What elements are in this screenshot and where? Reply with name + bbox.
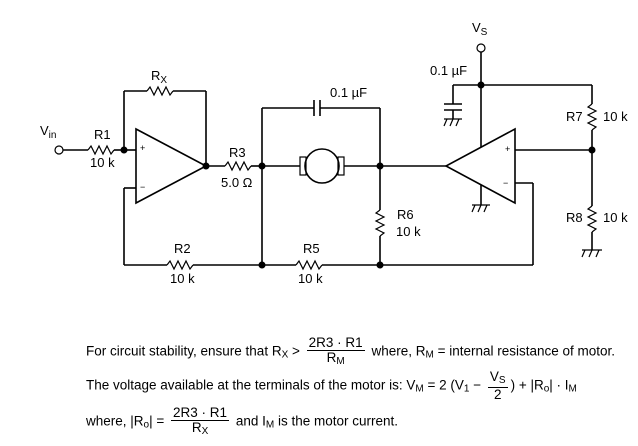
r2-value: 10 k — [170, 271, 195, 286]
r8-label: R8 — [566, 210, 583, 225]
eq1-denominator: RM — [326, 350, 345, 368]
eq3-suffix-b: is the motor current. — [274, 413, 398, 429]
opamp-2 — [444, 127, 516, 205]
vin-terminal — [54, 145, 64, 155]
eq3-eq: | = — [149, 413, 165, 429]
eq1-suffix-a: where, R — [371, 343, 426, 359]
eq3-fraction: 2R3 · R1 RX — [171, 405, 230, 438]
equation-motor-voltage: The voltage available at the terminals o… — [86, 369, 577, 402]
eq1-numerator: 2R3 · R1 — [306, 335, 365, 352]
r5-label: R5 — [303, 241, 320, 256]
vs-terminal — [476, 43, 486, 53]
equation-ro: where, |Ro| = 2R3 · R1 RX and IM is the … — [86, 405, 398, 438]
r1-value: 10 k — [90, 155, 115, 170]
equation-stability: For circuit stability, ensure that RX > … — [86, 335, 616, 368]
opamp1-plus: + — [140, 143, 145, 153]
eq2-mid-b: − — [469, 377, 482, 393]
motor-icon — [304, 148, 340, 184]
eq2-numerator: VS — [487, 369, 508, 388]
eq1-prefix: For circuit stability, ensure that R — [86, 343, 282, 359]
eq3-prefix-sub: o — [143, 419, 150, 431]
opamp2-plus: + — [505, 144, 510, 154]
r5-value: 10 k — [298, 271, 323, 286]
vs-label: VS — [472, 20, 488, 38]
opamp1-minus: − — [140, 182, 145, 192]
r8-resistor — [586, 205, 598, 233]
eq3-numerator: 2R3 · R1 — [171, 405, 230, 422]
r3-value: 5.0 Ω — [221, 175, 253, 190]
eq1-suffix-sub: M — [425, 349, 434, 361]
eq2-end-b: | · I — [549, 377, 569, 393]
vin-label: Vin — [40, 123, 56, 141]
r2-label: R2 — [174, 241, 191, 256]
rx-resistor — [146, 85, 174, 97]
cap-mid-label: 0.1 µF — [330, 85, 367, 100]
opamp-1 — [135, 127, 208, 205]
eq1-gt: > — [288, 343, 300, 359]
eq3-denominator: RX — [191, 420, 209, 438]
r3-label: R3 — [229, 145, 246, 160]
r1-resistor — [87, 144, 115, 156]
r6-resistor — [374, 209, 386, 237]
eq3-prefix: where, |R — [86, 413, 144, 429]
eq2-end-sub2: M — [568, 383, 577, 395]
eq1-suffix-b: = internal resistance of motor. — [433, 343, 616, 359]
eq1-prefix-sub: X — [281, 349, 289, 361]
r6-label: R6 — [397, 207, 414, 222]
r3-resistor — [224, 160, 252, 172]
r2-resistor — [166, 259, 194, 271]
opamp2-minus: − — [503, 178, 508, 188]
eq2-end-a: ) + |R — [510, 377, 544, 393]
eq3-suffix-a: and I — [235, 413, 266, 429]
motor-driver-schematic: Vin R1 10 k RX + − R2 10 k R3 5.0 Ω 0.1 … — [40, 20, 628, 286]
node-divider — [588, 146, 596, 154]
ground-icon-cap — [443, 118, 462, 127]
r5-resistor — [295, 259, 323, 271]
eq2-end-sub: o — [543, 383, 550, 395]
r8-value: 10 k — [603, 210, 628, 225]
eq2-denominator: 2 — [493, 386, 502, 402]
eq2-prefix-sub: M — [415, 383, 424, 395]
r7-resistor — [586, 103, 598, 131]
eq2-mid-a: = 2 (V — [423, 377, 464, 393]
eq2-mid-sub: 1 — [463, 383, 470, 395]
eq2-fraction: VS 2 — [487, 369, 508, 402]
motor-brush-left — [299, 156, 307, 176]
ground-icon-opamp2 — [471, 204, 490, 213]
eq3-suffix-sub: M — [265, 419, 275, 431]
eq2-prefix: The voltage available at the terminals o… — [86, 377, 416, 393]
cap-top-label: 0.1 µF — [430, 63, 467, 78]
r6-value: 10 k — [396, 224, 421, 239]
r7-value: 10 k — [603, 109, 628, 124]
rx-label: RX — [151, 68, 167, 86]
ground-icon-r8 — [581, 249, 602, 258]
r1-label: R1 — [94, 127, 111, 142]
r7-label: R7 — [566, 109, 583, 124]
eq1-fraction: 2R3 · R1 RM — [306, 335, 365, 368]
